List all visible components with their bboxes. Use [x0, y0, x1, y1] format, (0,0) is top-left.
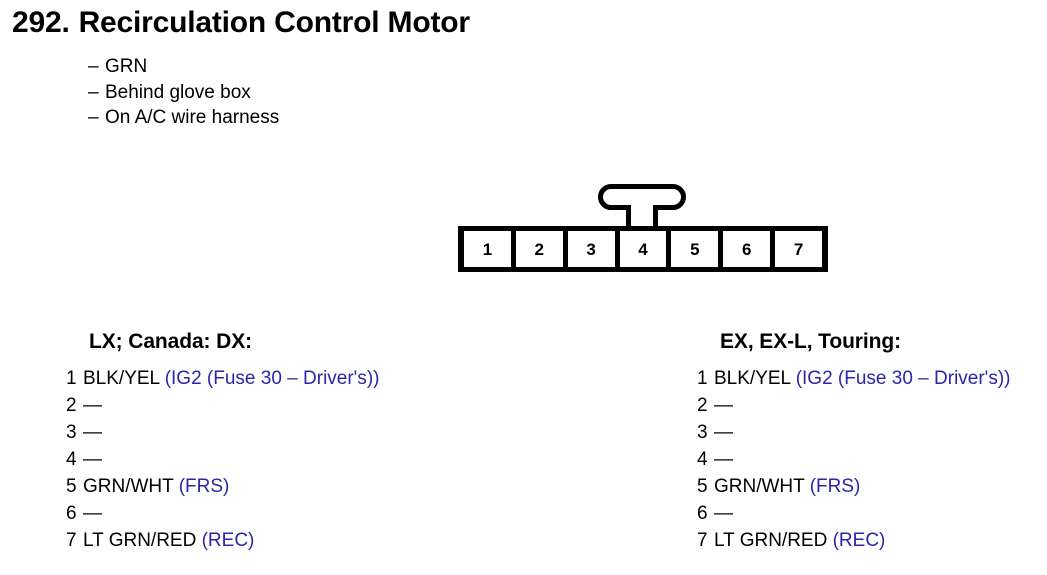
pin-signal-name: (REC) — [832, 530, 886, 551]
pin-number: 3 — [66, 422, 77, 443]
pin-row: 1 BLK/YEL (IG2 (Fuse 30 – Driver's)) — [697, 365, 1010, 392]
note-dash-icon: – — [88, 107, 99, 128]
page-title-number: 292. — [12, 6, 70, 39]
pin-signal-name: (FRS) — [178, 476, 230, 497]
pin-row: 7 LT GRN/RED (REC) — [66, 527, 379, 554]
pin-empty-dash: — — [83, 503, 102, 524]
connector-latch-tab — [598, 184, 686, 233]
connector-pin-1: 1 — [464, 231, 511, 267]
note-item: –Behind glove box — [88, 80, 279, 106]
page-title: 292.Recirculation Control Motor — [12, 6, 470, 39]
pin-empty-dash: — — [83, 395, 102, 416]
pin-wire-color: BLK/YEL — [714, 368, 791, 389]
pin-row: 4— — [697, 446, 1010, 473]
connector-pin-5: 5 — [671, 231, 719, 267]
pin-number: 7 — [66, 530, 77, 551]
note-dash-icon: – — [88, 81, 99, 103]
pin-empty-dash: — — [714, 395, 733, 416]
pin-number: 3 — [697, 422, 708, 443]
pin-row: 5 GRN/WHT (FRS) — [66, 473, 379, 500]
note-text: GRN — [105, 56, 148, 77]
pin-row: 1 BLK/YEL (IG2 (Fuse 30 – Driver's)) — [66, 365, 379, 392]
connector-pin-4: 4 — [619, 231, 667, 267]
pin-signal-name: (IG2 (Fuse 30 – Driver's)) — [795, 368, 1011, 389]
pin-wire-color: GRN/WHT — [714, 476, 805, 497]
pin-row: 7 LT GRN/RED (REC) — [697, 527, 1010, 554]
pin-row: 5 GRN/WHT (FRS) — [697, 473, 1010, 500]
note-item: –On A/C wire harness — [88, 105, 279, 131]
variant-heading: EX, EX-L, Touring: — [720, 330, 901, 353]
pin-number: 5 — [66, 476, 77, 497]
connector-pin-3: 3 — [567, 231, 615, 267]
pin-number: 4 — [66, 449, 77, 470]
connector-pin-6: 6 — [723, 231, 771, 267]
pin-number: 2 — [697, 395, 708, 416]
pin-signal-name: (FRS) — [809, 476, 861, 497]
pin-row: 3— — [66, 419, 379, 446]
pin-row: 6— — [697, 500, 1010, 527]
pin-row: 2— — [66, 392, 379, 419]
page-title-name: Recirculation Control Motor — [78, 6, 470, 39]
variant-column-ex: EX, EX-L, Touring: 1 BLK/YEL (IG2 (Fuse 3… — [697, 330, 1010, 554]
pin-empty-dash: — — [83, 449, 102, 470]
notes-list: –GRN–Behind glove box–On A/C wire harnes… — [88, 54, 279, 131]
pin-row: 2— — [697, 392, 1010, 419]
pin-row: 6— — [66, 500, 379, 527]
connector-pin-2: 2 — [515, 231, 563, 267]
note-dash-icon: – — [88, 56, 99, 77]
pin-row: 3— — [697, 419, 1010, 446]
note-text: On A/C wire harness — [105, 107, 280, 128]
pin-number: 5 — [697, 476, 708, 497]
pin-number: 7 — [697, 530, 708, 551]
pin-wire-color: BLK/YEL — [83, 368, 160, 389]
pin-wire-color: LT GRN/RED — [714, 530, 828, 551]
pin-number: 1 — [697, 368, 708, 389]
note-text: Behind glove box — [105, 81, 251, 103]
pin-empty-dash: — — [714, 449, 733, 470]
pin-empty-dash: — — [714, 503, 733, 524]
pin-empty-dash: — — [83, 422, 102, 443]
variant-column-lx: LX; Canada: DX: 1 BLK/YEL (IG2 (Fuse 30 –… — [66, 330, 379, 554]
pin-wire-color: GRN/WHT — [83, 476, 174, 497]
pin-signal-name: (REC) — [201, 530, 255, 551]
pin-empty-dash: — — [714, 422, 733, 443]
note-item: –GRN — [88, 54, 279, 80]
connector-pin-7: 7 — [775, 231, 823, 267]
pin-number: 2 — [66, 395, 77, 416]
pin-number: 6 — [66, 503, 77, 524]
pin-number: 4 — [697, 449, 708, 470]
variant-heading: LX; Canada: DX: — [89, 330, 253, 353]
pin-number: 6 — [697, 503, 708, 524]
pin-signal-name: (IG2 (Fuse 30 – Driver's)) — [164, 368, 380, 389]
pin-row: 4— — [66, 446, 379, 473]
pin-number: 1 — [66, 368, 77, 389]
pin-wire-color: LT GRN/RED — [83, 530, 197, 551]
